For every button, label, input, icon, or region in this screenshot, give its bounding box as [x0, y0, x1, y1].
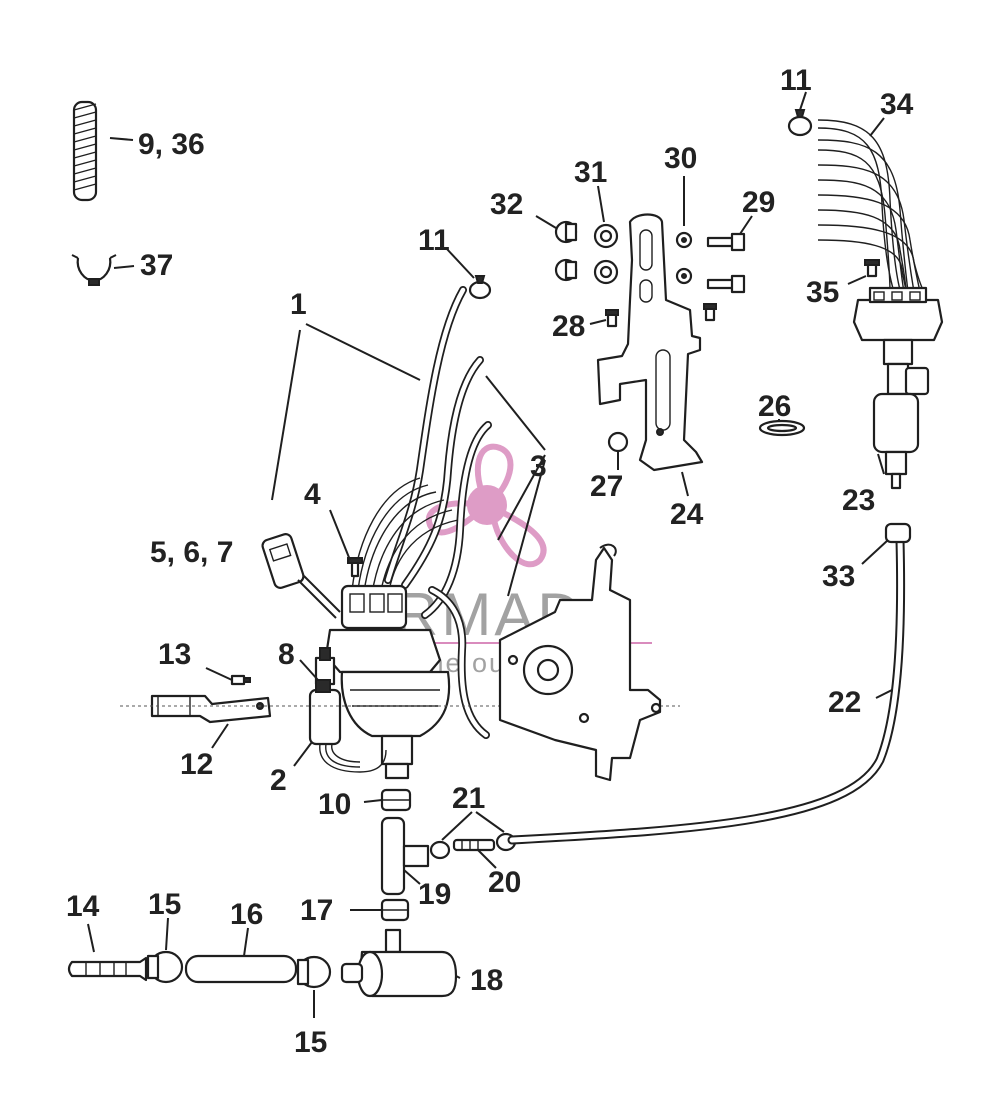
- callout-30: 30: [664, 142, 697, 175]
- callout-20: 20: [488, 866, 521, 899]
- callout-22: 22: [828, 686, 861, 719]
- callout-19: 19: [418, 878, 451, 911]
- fuel-line-part-22: [507, 535, 906, 845]
- fitting-part-21-a: [429, 840, 451, 860]
- nipple-part-20: [452, 838, 496, 852]
- plug-part-27: [607, 431, 629, 453]
- fitting-part-18: [340, 928, 458, 998]
- callout-8: 8: [278, 638, 295, 671]
- bushing-part-31b: [593, 259, 619, 285]
- callout-28: 28: [552, 310, 585, 343]
- callout-35: 35: [806, 276, 839, 309]
- clip-part: [71, 254, 117, 286]
- leader-lines: [87, 91, 893, 1018]
- coupler-part-33: [884, 522, 912, 544]
- callout-23: 23: [842, 484, 875, 517]
- hose-part-16: [184, 954, 298, 984]
- callout-32: 32: [490, 188, 523, 221]
- callout-10: 10: [318, 788, 351, 821]
- grommet-part-32b: [554, 258, 578, 282]
- hose-clamp-part-11-top: [787, 109, 813, 137]
- harness-connector-part: [261, 533, 341, 619]
- wire-bundle-part-34: [817, 119, 925, 293]
- callout-12: 12: [180, 748, 213, 781]
- seal-ring-part-26: [758, 419, 806, 437]
- callout-15-bottom: 15: [294, 1026, 327, 1059]
- hose-clamp-part: [468, 275, 492, 300]
- callout-4: 4: [304, 478, 321, 511]
- callout-9-36: 9, 36: [138, 128, 205, 161]
- bracket-part: [150, 694, 272, 724]
- callout-24: 24: [670, 498, 704, 531]
- callout-26: 26: [758, 390, 791, 423]
- screw-part: [347, 557, 363, 578]
- callout-27: 27: [590, 470, 623, 503]
- grommet-part-32a: [554, 220, 578, 244]
- callout-11-mid: 11: [418, 224, 450, 257]
- washer-part-30a: [675, 231, 693, 249]
- coupler-part-17: [380, 898, 410, 922]
- hose-clamp-part-15-top: [146, 950, 184, 984]
- screw-part-35: [864, 259, 880, 278]
- callout-14: 14: [66, 890, 100, 923]
- callout-31: 31: [574, 156, 607, 189]
- bolt-part: [315, 679, 331, 693]
- coupler-part-10: [380, 788, 412, 812]
- callout-15-top: 15: [148, 888, 181, 921]
- callout-33: 33: [822, 560, 855, 593]
- callout-16: 16: [230, 898, 263, 931]
- bolt-part-29b: [706, 274, 746, 294]
- screw-part-28b: [703, 303, 717, 322]
- callout-29: 29: [742, 186, 775, 219]
- watermark-logo: [425, 443, 547, 568]
- callout-1: 1: [290, 288, 307, 321]
- callout-37: 37: [140, 249, 173, 282]
- callout-2: 2: [270, 764, 287, 797]
- module-part-23: [852, 286, 944, 490]
- callout-5-6-7: 5, 6, 7: [150, 536, 233, 569]
- fuel-pump-part: [308, 584, 451, 780]
- bracket-part-24: [596, 213, 704, 472]
- hose-clamp-part-15-bottom: [296, 955, 332, 989]
- tee-fitting-part-19: [380, 816, 430, 896]
- callout-3: 3: [530, 450, 547, 483]
- barb-fitting-part-14: [67, 956, 148, 982]
- bushing-part-31a: [593, 223, 619, 249]
- sleeve-part: [72, 100, 98, 202]
- bolt-part-29a: [706, 232, 746, 252]
- callout-18: 18: [470, 964, 503, 997]
- callout-11-top: 11: [780, 64, 812, 97]
- callout-21: 21: [452, 782, 485, 815]
- mounting-plate-part: [498, 543, 662, 782]
- callout-34: 34: [880, 88, 914, 121]
- screw-part-13: [230, 674, 251, 686]
- washer-part-30b: [675, 267, 693, 285]
- callout-17: 17: [300, 894, 333, 927]
- screw-part-28: [605, 309, 619, 328]
- callout-13: 13: [158, 638, 191, 671]
